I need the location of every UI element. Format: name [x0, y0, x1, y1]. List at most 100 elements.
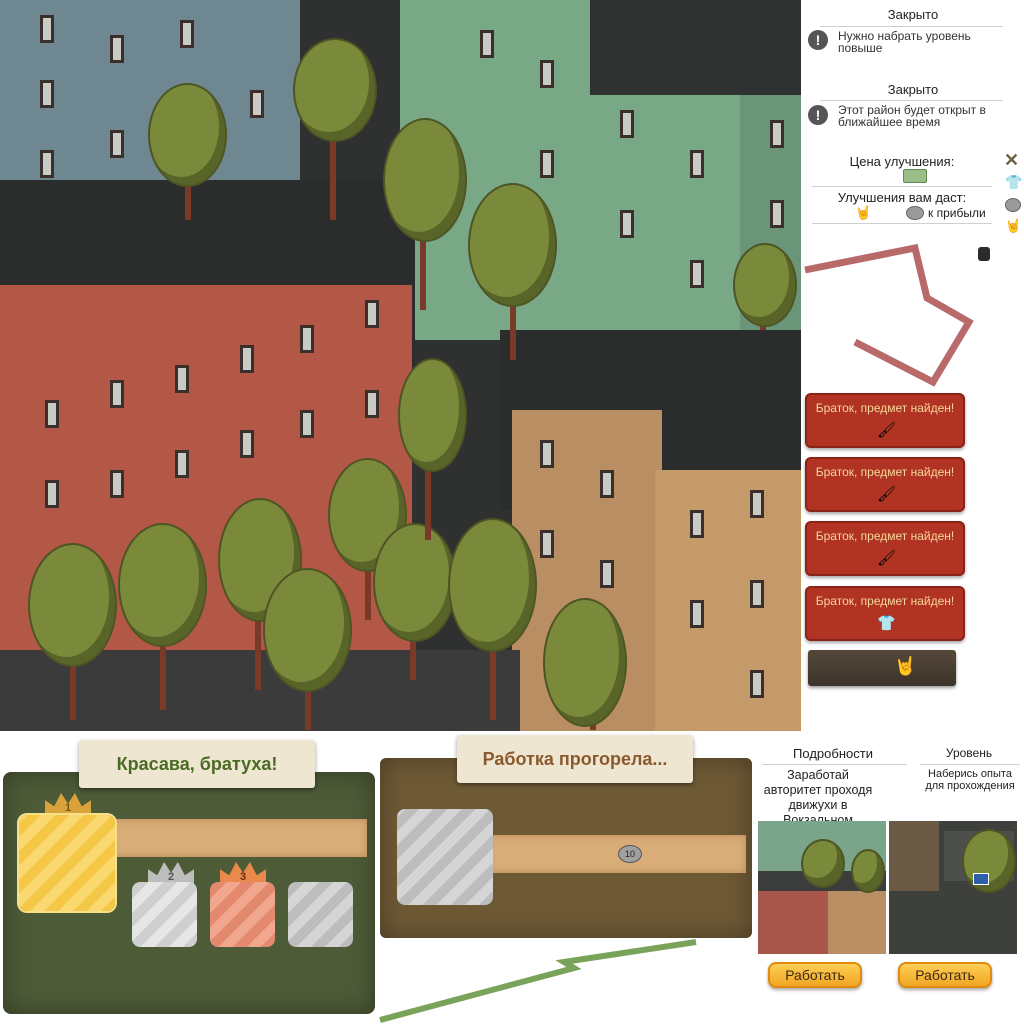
window — [750, 670, 764, 698]
notice-title: Закрыто — [887, 7, 939, 22]
coin-icon — [906, 206, 924, 220]
upgrade-gives-label: Улучшения вам даст: — [837, 190, 967, 205]
item-found-text: Браток, предмет найден! — [815, 529, 955, 543]
item-found-text: Браток, предмет найден! — [815, 594, 955, 608]
window — [770, 120, 784, 148]
tshirt-icon: 👕 — [877, 615, 896, 632]
level-text: Наберись опыта для прохождения — [925, 768, 1015, 792]
notice-title: Закрыто — [887, 82, 939, 97]
item-found-text: Браток, предмет найден! — [815, 401, 955, 415]
window — [45, 400, 59, 428]
district-preview-image[interactable] — [889, 821, 1017, 954]
tree-trunk — [70, 620, 76, 720]
tree-trunk — [330, 110, 336, 220]
item-slot[interactable] — [397, 809, 493, 905]
window — [240, 430, 254, 458]
window — [250, 90, 264, 118]
window — [690, 600, 704, 628]
item-found-text: Браток, предмет найден! — [815, 465, 955, 479]
tree — [265, 570, 350, 690]
window — [40, 150, 54, 178]
tan-building-side — [655, 470, 801, 731]
item-found-banner[interactable]: Браток, предмет найден! 👕 — [805, 586, 965, 641]
upgrade-price-label: Цена улучшения: — [849, 154, 955, 169]
coin-icon: 10 — [618, 845, 642, 863]
window — [175, 365, 189, 393]
level-header: Уровень — [945, 746, 993, 760]
tree — [400, 360, 465, 470]
tree-trunk — [185, 150, 191, 220]
window — [40, 15, 54, 43]
tree — [150, 85, 225, 185]
tree — [120, 525, 205, 645]
profit-label: к прибыли — [928, 206, 986, 220]
window — [110, 380, 124, 408]
rock-hand-icon: 🤘 — [1005, 218, 1022, 233]
window — [180, 20, 194, 48]
tree-trunk — [365, 530, 371, 620]
divider — [812, 223, 992, 224]
success-title: Красава, братуха! — [79, 740, 315, 788]
window — [540, 530, 554, 558]
window — [240, 345, 254, 373]
tree-trunk — [255, 580, 261, 690]
reward-strip — [488, 835, 746, 873]
window — [110, 470, 124, 498]
money-icon — [903, 169, 927, 183]
empty-slot[interactable] — [288, 882, 353, 947]
tree — [375, 525, 455, 640]
window — [365, 390, 379, 418]
tree-trunk — [420, 200, 426, 310]
notice-text: Нужно набрать уровень повыше — [838, 29, 971, 55]
wood-sign-button[interactable]: 🤘 — [808, 650, 956, 686]
divider — [820, 100, 1003, 101]
window — [540, 150, 554, 178]
tree-trunk — [490, 600, 496, 720]
window — [690, 150, 704, 178]
fail-title: Работка прогорела... — [457, 735, 693, 783]
window — [300, 325, 314, 353]
green-arrow-marker — [379, 939, 697, 1023]
work-button[interactable]: Работать — [768, 962, 862, 988]
reward-strip — [112, 819, 367, 857]
window — [175, 450, 189, 478]
tree-trunk — [425, 430, 431, 540]
warning-icon: ! — [808, 105, 828, 125]
brush-icon: 🖌 — [877, 422, 897, 439]
item-found-banner[interactable]: Браток, предмет найден! 🖌 — [805, 457, 965, 512]
work-button[interactable]: Работать — [898, 962, 992, 988]
divider — [812, 186, 992, 187]
tree — [30, 545, 115, 665]
tree-trunk — [160, 600, 166, 710]
bus-stop-sign-icon — [973, 873, 989, 885]
rank-1-slot[interactable] — [19, 815, 115, 911]
window — [540, 440, 554, 468]
window — [110, 130, 124, 158]
window — [750, 580, 764, 608]
window — [40, 80, 54, 108]
divider — [920, 764, 1020, 765]
rank-2-slot[interactable] — [132, 882, 197, 947]
window — [600, 560, 614, 588]
tree — [385, 120, 465, 240]
item-found-banner[interactable]: Браток, предмет найден! 🖌 — [805, 393, 965, 448]
tree — [735, 245, 795, 325]
warning-icon: ! — [808, 30, 828, 50]
window — [480, 30, 494, 58]
item-found-banner[interactable]: Браток, предмет найден! 🖌 — [805, 521, 965, 576]
window — [770, 200, 784, 228]
window — [45, 480, 59, 508]
red-arrow-marker — [804, 243, 974, 387]
tree — [545, 600, 625, 725]
divider — [762, 764, 907, 765]
rank-3-slot[interactable] — [210, 882, 275, 947]
window — [620, 210, 634, 238]
tree — [295, 40, 375, 140]
coin-icon — [1005, 198, 1021, 212]
close-x-icon[interactable]: ✕ — [1004, 150, 1020, 170]
district-preview-image[interactable] — [758, 821, 886, 954]
window — [110, 35, 124, 63]
city-map-view[interactable] — [0, 0, 801, 731]
window — [690, 260, 704, 288]
tree-trunk — [510, 260, 516, 360]
